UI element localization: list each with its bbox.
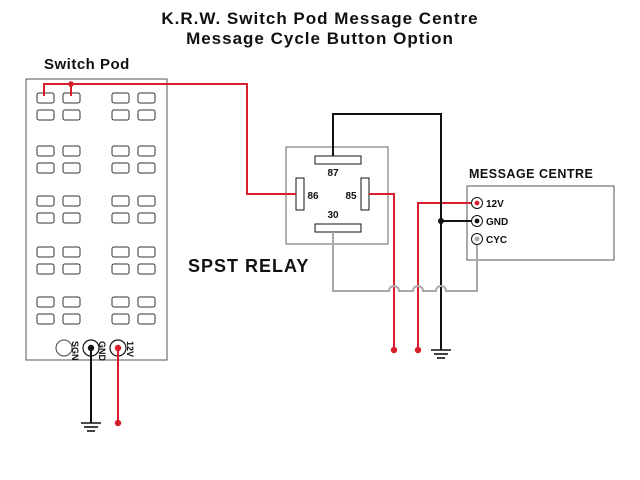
switch-slot [137,313,156,325]
switch-slot [62,195,81,207]
switch-slot [111,92,130,104]
switch-slot [111,212,130,224]
mc-12v-wire-end [414,346,422,354]
switch-slot [137,296,156,308]
switch-slot [36,92,55,104]
switch-slot [62,313,81,325]
mc-12v-label: 12V [486,199,504,210]
switch-slot [36,246,55,258]
switch-slot [137,145,156,157]
switch-slot [111,246,130,258]
relay-pin-87 [314,155,362,165]
switch-slot [111,109,130,121]
sgn-terminal [55,339,73,357]
switch-slot [137,92,156,104]
relay-pin-87-label: 87 [327,168,339,179]
cycle-wire [332,232,478,292]
switch-pod-label: Switch Pod [44,56,130,73]
message-centre-label: MESSAGE CENTRE [469,167,593,181]
switch-slot [62,296,81,308]
relay-pin-86 [295,177,305,211]
relay-pin-30-label: 30 [327,210,339,221]
12v-terminal-label: 12V [125,341,135,357]
message-centre-box [466,185,615,261]
switch-pod-slots [36,92,156,325]
switch-pod-box [25,78,168,361]
relay-label: SPST RELAY [188,256,309,276]
switch-slot [36,109,55,121]
mc-cyc-label: CYC [486,235,507,246]
switch-slot [137,246,156,258]
mc-12v-terminal-dot [474,200,480,206]
mc-gnd-label: GND [486,217,508,228]
switch-slot [111,296,130,308]
relay-pin-86-label: 86 [307,191,319,202]
switch-slot [36,212,55,224]
relay-pin-85-label: 85 [345,191,357,202]
switch-slot [36,313,55,325]
sgn-terminal-label: SGN [70,341,80,361]
relay-87-wire [332,113,442,350]
mc-12v-wire [417,202,471,350]
trigger-wire [43,83,296,195]
title-line-1: K.R.W. Switch Pod Message Centre [161,9,478,28]
switch-slot [137,263,156,275]
switch-slot [137,212,156,224]
switch-slot [137,109,156,121]
gnd-terminal-label: GND [97,341,107,362]
mc-gnd-terminal-dot [474,218,480,224]
title-line-2: Message Cycle Button Option [186,29,454,48]
switch-slot [62,212,81,224]
switch-slot [62,145,81,157]
switch-slot [62,109,81,121]
switch-slot [111,313,130,325]
mc-cyc-terminal-dot [474,236,480,242]
pod-12v-wire-end [114,419,122,427]
relay-box [285,146,389,245]
switch-slot [111,145,130,157]
pod-ground-symbol [81,422,101,432]
switch-slot [62,246,81,258]
gnd-bus-junction [438,218,444,224]
relay-85-wire-end [390,346,398,354]
relay-85-wire [369,193,395,350]
switch-slot [36,162,55,174]
switch-slot [111,162,130,174]
switch-slot [36,145,55,157]
relay-pin-85 [360,177,370,211]
relay-ground-symbol [431,349,451,359]
switch-slot [111,263,130,275]
switch-slot [137,162,156,174]
switch-slot [36,263,55,275]
switch-slot [62,263,81,275]
switch-slot [111,195,130,207]
switch-slot [36,195,55,207]
relay-pin-30 [314,223,362,233]
switch-slot [62,162,81,174]
switch-slot [137,195,156,207]
switch-slot [36,296,55,308]
